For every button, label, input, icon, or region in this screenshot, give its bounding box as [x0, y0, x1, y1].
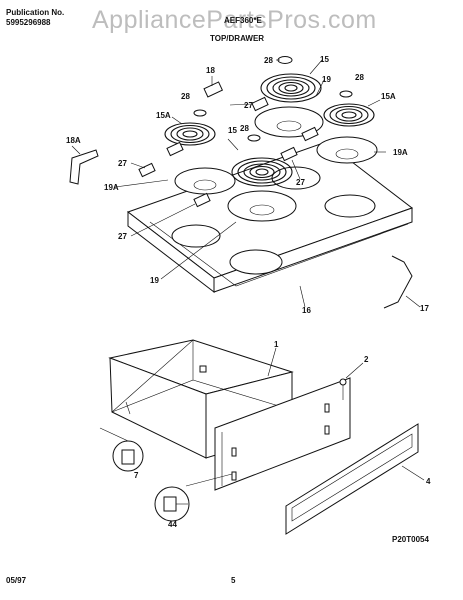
trim-rings [193, 56, 353, 142]
callout-15a: 15A [381, 92, 396, 101]
drip-bowl-opening [271, 166, 321, 190]
callout-16: 16 [302, 306, 311, 315]
callout-28: 28 [355, 73, 364, 82]
drawer-handle-panel [285, 423, 419, 535]
callout-27: 27 [118, 232, 127, 241]
callout-28: 28 [181, 92, 190, 101]
drawer-leader-lines [267, 347, 425, 481]
publication-number: 5995296988 [6, 18, 51, 27]
callout-19: 19 [322, 75, 331, 84]
publication-block: Publication No. 5995296988 [6, 8, 64, 28]
receptacles [69, 81, 319, 208]
callout-18: 18 [206, 66, 215, 75]
callout-19: 19 [150, 276, 159, 285]
footer-date: 05/97 [6, 576, 27, 585]
watermark: AppliancePartsPros.com [92, 6, 377, 34]
model-number: AEF360*E [224, 16, 262, 25]
drawer-assembly [99, 339, 419, 535]
drawer-front-panel [214, 377, 351, 491]
drawer-glide-detail [112, 440, 144, 472]
callout-28: 28 [240, 124, 249, 133]
drawer-screw [339, 378, 347, 386]
callout-4: 4 [426, 477, 431, 486]
callout-1: 1 [274, 340, 279, 349]
callout-44: 44 [168, 520, 177, 529]
element-small-right [323, 103, 375, 127]
wire-harness [383, 255, 413, 309]
section-title: TOP/DRAWER [210, 34, 265, 43]
callout-19a: 19A [393, 148, 408, 157]
element-large-front [231, 157, 293, 187]
callout-2: 2 [364, 355, 369, 364]
drip-bowl-opening [229, 249, 283, 275]
leader-lines [71, 59, 421, 308]
drip-bowls [174, 106, 378, 222]
callout-15a: 15A [156, 111, 171, 120]
drip-bowl-opening [324, 194, 376, 218]
callout-28: 28 [264, 56, 273, 65]
callout-27: 27 [296, 178, 305, 187]
element-large-rear [260, 73, 322, 103]
surface-elements [164, 73, 375, 187]
drawer-clip [199, 365, 207, 373]
callout-18a: 18A [66, 136, 81, 145]
figure-code: P20T0054 [392, 535, 429, 544]
callout-7: 7 [134, 471, 139, 480]
callout-labels: 18 18A 28 15 28 28 27 19 15A 15A 15 28 2… [66, 55, 431, 529]
element-bracket [69, 149, 99, 185]
page-number: 5 [231, 576, 236, 585]
callout-27: 27 [244, 101, 253, 110]
callout-17: 17 [420, 304, 429, 313]
publication-label: Publication No. [6, 8, 65, 17]
callout-27: 27 [118, 159, 127, 168]
callout-15: 15 [228, 126, 237, 135]
element-small-left [164, 122, 216, 146]
callout-15: 15 [320, 55, 329, 64]
callout-19a: 19A [104, 183, 119, 192]
drip-bowl-opening [171, 224, 221, 248]
